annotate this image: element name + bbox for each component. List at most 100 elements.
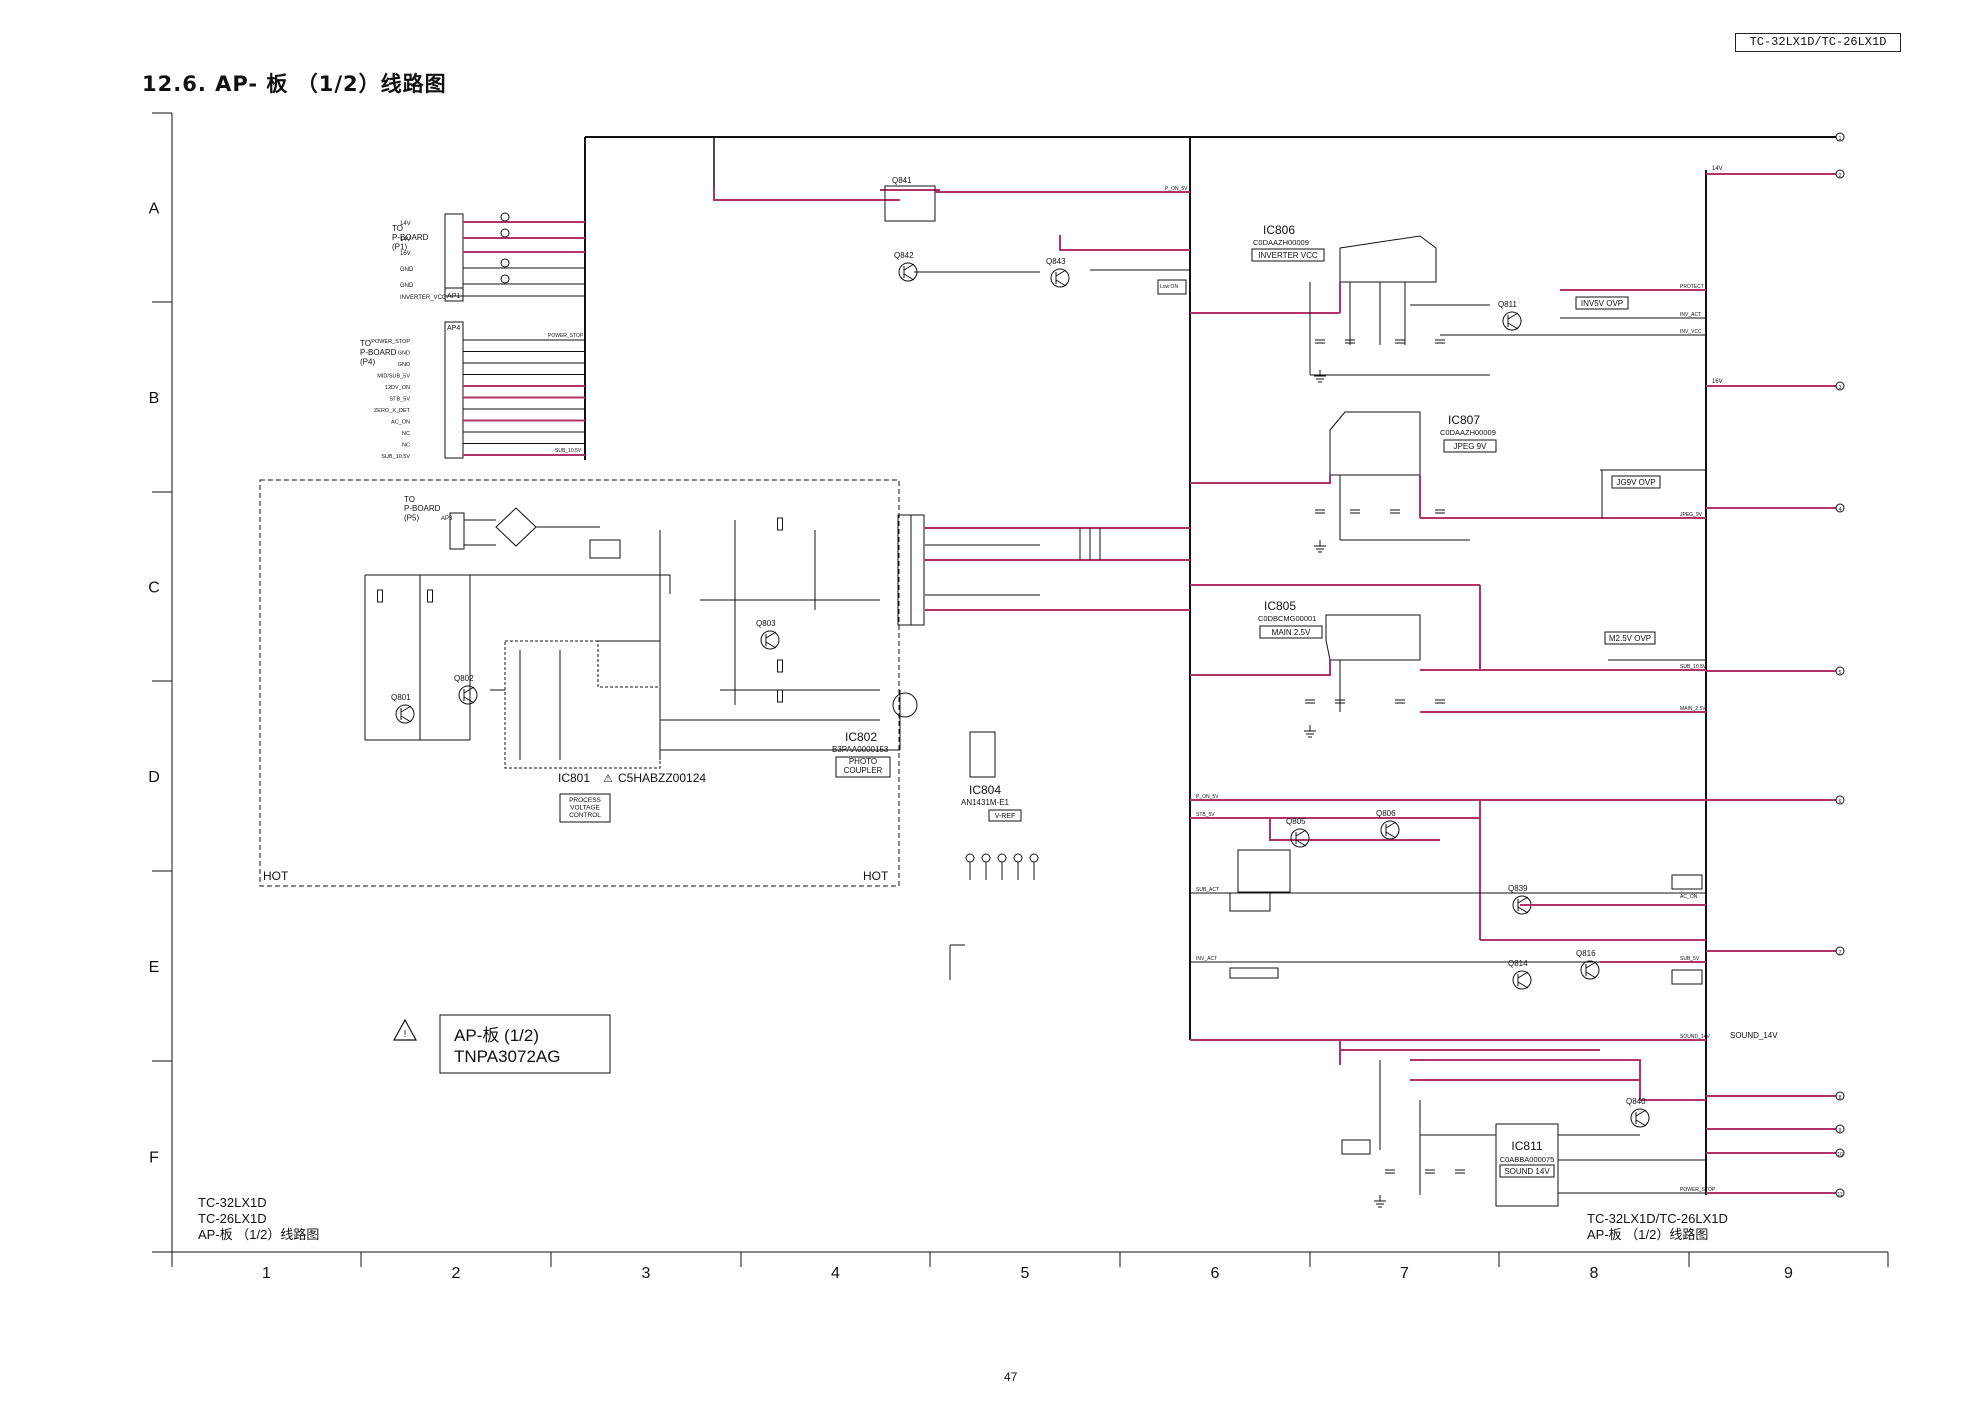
transistor-collector	[1295, 829, 1307, 837]
connector-pin-label: STB_5V	[390, 397, 411, 403]
transistor-label: Q803	[756, 619, 776, 628]
transistor-label: Q839	[1508, 884, 1528, 893]
power-trace	[1190, 475, 1331, 484]
transistor-q801: Q801	[391, 693, 415, 724]
test-point	[1029, 853, 1039, 863]
transistor-emitter	[1585, 971, 1597, 979]
col-label-6: 6	[1211, 1265, 1220, 1282]
transistor-q803: Q803	[756, 619, 780, 650]
connector-pin-label: SUB_10.5V	[381, 454, 410, 460]
transistor-emitter	[1507, 322, 1519, 330]
net-label-16v: 16V	[1712, 379, 1723, 385]
label-box	[1671, 969, 1703, 985]
output-port	[1835, 1148, 1845, 1158]
power-trace	[1190, 660, 1331, 676]
ic801-function-box	[559, 793, 611, 823]
col-label-9: 9	[1784, 1265, 1793, 1282]
transistor-emitter	[765, 641, 777, 649]
output-port	[1835, 946, 1845, 956]
filter-capacitor-box	[589, 539, 621, 559]
ground-symbol	[1314, 540, 1326, 553]
ground-symbol	[1374, 1195, 1386, 1208]
connector-p5-body	[449, 512, 465, 550]
transistor-q805: Q805	[1286, 817, 1310, 848]
connector-pin-label: ZERO_X_DET	[374, 408, 411, 414]
net-label-ac-on: AC_ON	[1680, 894, 1698, 900]
resistor	[777, 517, 783, 531]
transistor-label: Q840	[1626, 1097, 1646, 1106]
connector-pin-label: GND	[398, 351, 410, 357]
ic811-function: SOUND 14V	[1504, 1167, 1550, 1176]
ic802-symbol	[892, 692, 918, 718]
output-port	[1835, 795, 1845, 805]
transistor-label: Q802	[454, 674, 474, 683]
connector-p1-body	[444, 213, 464, 297]
ic811-part: C0ABBA000075	[1500, 1155, 1555, 1164]
test-point	[1013, 853, 1023, 863]
ic805-function: MAIN 2.5V	[1272, 628, 1311, 637]
connector-pin-label: INVERTER_VCC	[400, 295, 447, 301]
ic802-part: B3PAA0000153	[832, 745, 889, 754]
transistor-body	[760, 630, 780, 650]
ic807-body	[1329, 411, 1421, 476]
transistor-q814: Q814	[1508, 959, 1532, 990]
connector-pin-label: NC	[402, 431, 410, 437]
ic807-name: IC807	[1448, 413, 1480, 427]
transistor-q843: Q843	[1046, 257, 1070, 288]
connector-pin-label: MID/SUB_5V	[377, 374, 410, 380]
inv5v-ovp-label: INV5V OVP	[1581, 299, 1623, 308]
q841-label: Q841	[892, 176, 912, 185]
transistor-collector	[765, 631, 777, 639]
resistor	[777, 659, 783, 673]
ic804-function: V-REF	[995, 813, 1016, 820]
footer-right-line: AP-板 （1/2）线路图	[1587, 1227, 1708, 1242]
transistor-emitter	[1517, 906, 1529, 914]
transistor-collector	[400, 705, 412, 713]
net-label-inv-vcc: INV_VCC	[1680, 329, 1702, 335]
net-label-sub-5v: SUB_5V	[1680, 956, 1700, 962]
col-label-2: 2	[452, 1265, 461, 1282]
ic802-name: IC802	[845, 730, 877, 744]
transistor-body	[1580, 960, 1600, 980]
test-point	[500, 258, 510, 268]
output-port-number: 8	[1839, 1095, 1842, 1101]
test-point	[981, 853, 991, 863]
output-port	[1835, 1124, 1845, 1134]
ic802-function-box	[835, 756, 891, 778]
col-label-4: 4	[831, 1265, 840, 1282]
hot-bus	[365, 574, 671, 594]
transistor-collector	[1517, 896, 1529, 904]
transistor-emitter	[463, 696, 475, 704]
label-box	[1157, 279, 1187, 295]
transistor-emitter	[1385, 831, 1397, 839]
net-label-sound-14v: SOUND_14V	[1680, 1034, 1710, 1040]
transistor-emitter	[1295, 839, 1307, 847]
hot-label-right: HOT	[863, 869, 889, 883]
hot-side-box	[259, 479, 900, 887]
board-code: TNPA3072AG	[454, 1047, 560, 1066]
resistor	[777, 689, 783, 703]
resistor	[377, 589, 383, 603]
net-label-p-on-5v-2: P_ON_5V	[1196, 794, 1219, 800]
net-label-p-on-5v: P_ON_5V	[1165, 186, 1188, 192]
ground-symbol	[1304, 725, 1316, 738]
connector-p5-ref: AP3	[441, 516, 453, 522]
ovp-label-box	[1575, 296, 1629, 310]
model-badge: TC-32LX1D/TC-26LX1D	[1735, 33, 1901, 52]
label-box-text: Low:ON	[1160, 284, 1178, 290]
transistor-q842: Q842	[894, 251, 918, 282]
transistor-label: Q842	[894, 251, 914, 260]
test-point	[997, 853, 1007, 863]
transistor-label: Q806	[1376, 809, 1396, 818]
ic805-body	[1325, 614, 1421, 661]
footer-left-line: AP-板 （1/2）线路图	[198, 1227, 319, 1242]
net-label-sub10v-right: SUB_10.5V	[1680, 664, 1707, 670]
ic806-body	[1339, 235, 1437, 283]
label-box	[1229, 967, 1279, 979]
footer-left-line: TC-32LX1D	[198, 1195, 267, 1210]
net-label-protect: PROTECT	[1680, 284, 1704, 290]
warning-mark: !	[404, 1029, 407, 1040]
